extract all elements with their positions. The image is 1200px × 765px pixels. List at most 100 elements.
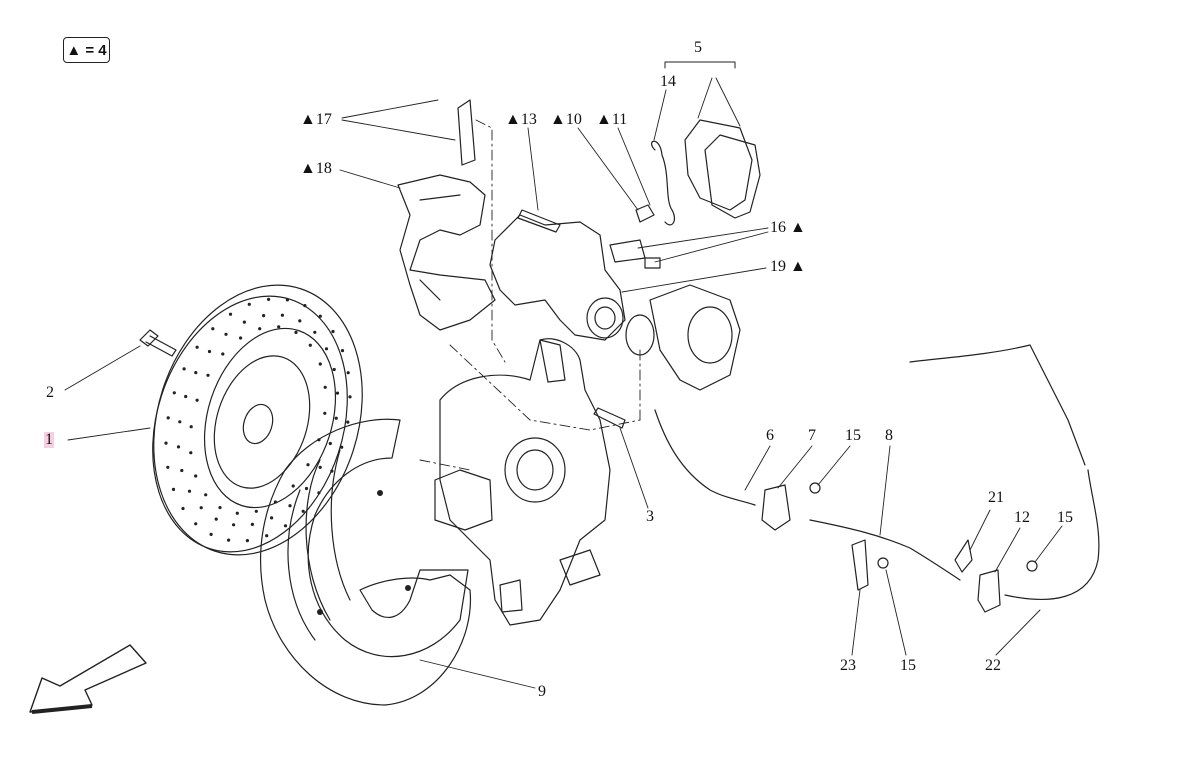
- callout-19[interactable]: 19 ▲: [770, 258, 806, 275]
- callout-13[interactable]: ▲13: [505, 111, 537, 128]
- callout-10[interactable]: ▲10: [550, 111, 582, 128]
- assembly-guides: [419, 119, 641, 471]
- triangle-icon: ▲: [66, 41, 82, 59]
- disc-perforation: [280, 313, 284, 317]
- disc-perforation: [331, 329, 335, 334]
- disc-perforation: [273, 500, 277, 504]
- callout-1[interactable]: 1: [44, 431, 54, 448]
- legend-text: = 4: [85, 41, 107, 59]
- disc-perforation: [328, 441, 332, 446]
- disc-perforation: [308, 343, 312, 347]
- bleeder-screw-part: [635, 204, 655, 223]
- callout-5[interactable]: 5: [694, 39, 702, 56]
- disc-perforation: [239, 336, 243, 340]
- callout-7[interactable]: 7: [808, 427, 816, 444]
- disc-perforation: [224, 332, 228, 336]
- callout-2[interactable]: 2: [46, 384, 54, 401]
- callout-23[interactable]: 23: [840, 657, 856, 674]
- brake-hose-part: [654, 409, 756, 506]
- callout-22[interactable]: 22: [985, 657, 1001, 674]
- callout-12[interactable]: 12: [1014, 509, 1030, 526]
- disc-perforation: [227, 538, 231, 542]
- disc-perforation: [332, 367, 336, 372]
- disc-perforation: [335, 391, 340, 395]
- disc-perforation: [318, 314, 322, 318]
- disc-perforation: [258, 327, 262, 331]
- callout-3[interactable]: 3: [646, 508, 654, 525]
- disc-perforation: [166, 465, 170, 469]
- disc-perforation: [180, 468, 184, 473]
- disc-perforation: [323, 385, 327, 389]
- legend-box: ▲ = 4: [63, 37, 110, 63]
- disc-perforation: [189, 451, 193, 455]
- disc-perforation: [166, 416, 170, 420]
- nut-part-3: [1026, 560, 1038, 572]
- disc-perforation: [172, 391, 176, 395]
- disc-perforation: [199, 506, 203, 510]
- callout-9[interactable]: 9: [538, 683, 546, 700]
- bracket-clip-part: [851, 539, 869, 591]
- callout-15a[interactable]: 15: [845, 427, 861, 444]
- disc-perforation: [218, 506, 222, 510]
- disc-perforation: [187, 489, 192, 493]
- callout-11[interactable]: ▲11: [596, 111, 628, 128]
- disc-perforation: [247, 302, 251, 306]
- hose-bracket-part: [761, 484, 791, 531]
- callout-6[interactable]: 6: [766, 427, 774, 444]
- disc-perforation: [189, 425, 193, 429]
- disc-perforation: [340, 445, 344, 449]
- disc-perforation: [324, 347, 329, 351]
- disc-perforation: [228, 312, 233, 316]
- caliper-bracket-part: [397, 174, 496, 331]
- pin-part: [609, 239, 646, 263]
- shield-mount-hole: [317, 609, 323, 615]
- callout-15b[interactable]: 15: [900, 657, 916, 674]
- disc-perforation: [301, 509, 305, 513]
- hose-bracket-part-rear: [977, 569, 1001, 613]
- caliper-body-part: [489, 214, 626, 341]
- rear-brake-hose-part: [1004, 469, 1100, 600]
- disc-perforation: [209, 532, 213, 537]
- pin-part-small: [644, 257, 661, 269]
- disc-perforation: [182, 367, 186, 371]
- disc-perforation: [207, 349, 212, 354]
- disc-perforation: [283, 524, 288, 528]
- hub-carrier-part: [434, 338, 611, 626]
- disc-perforation: [211, 327, 215, 331]
- disc-perforation: [262, 314, 266, 318]
- callout-16[interactable]: 16 ▲: [770, 219, 806, 236]
- disc-perforation: [235, 511, 239, 515]
- bracket-plate-part: [457, 99, 476, 166]
- disc-perforation: [265, 534, 269, 538]
- callout-17[interactable]: ▲17: [300, 111, 332, 128]
- ep-actuator-part: [625, 284, 741, 391]
- pad-spring-part: [651, 140, 676, 226]
- disc-perforation: [194, 474, 198, 478]
- clip-part: [954, 539, 973, 573]
- dust-shield-part: [260, 418, 472, 706]
- disc-perforation: [318, 362, 322, 366]
- disc-perforation: [245, 539, 249, 543]
- disc-perforation: [348, 395, 352, 399]
- disc-perforation: [267, 297, 271, 301]
- shield-mount-hole: [377, 490, 383, 496]
- callout-21[interactable]: 21: [988, 489, 1004, 506]
- disc-perforation: [206, 373, 210, 377]
- disc-perforation: [184, 394, 188, 399]
- disc-perforation: [171, 487, 176, 491]
- callout-15c[interactable]: 15: [1057, 509, 1073, 526]
- disc-bolt-part: [139, 329, 177, 357]
- disc-perforation: [178, 420, 182, 424]
- disc-perforation: [334, 416, 338, 420]
- nut-part: [809, 482, 821, 494]
- callout-18[interactable]: ▲18: [300, 160, 332, 177]
- nut-part-2: [877, 557, 889, 569]
- callout-14[interactable]: 14: [660, 73, 676, 90]
- disc-perforation: [194, 522, 198, 526]
- disc-perforation: [176, 445, 181, 449]
- disc-perforation: [346, 371, 350, 375]
- disc-perforation: [270, 516, 274, 520]
- callout-8[interactable]: 8: [885, 427, 893, 444]
- brake-pads-part: [684, 119, 761, 219]
- guide-pin-part: [517, 209, 561, 233]
